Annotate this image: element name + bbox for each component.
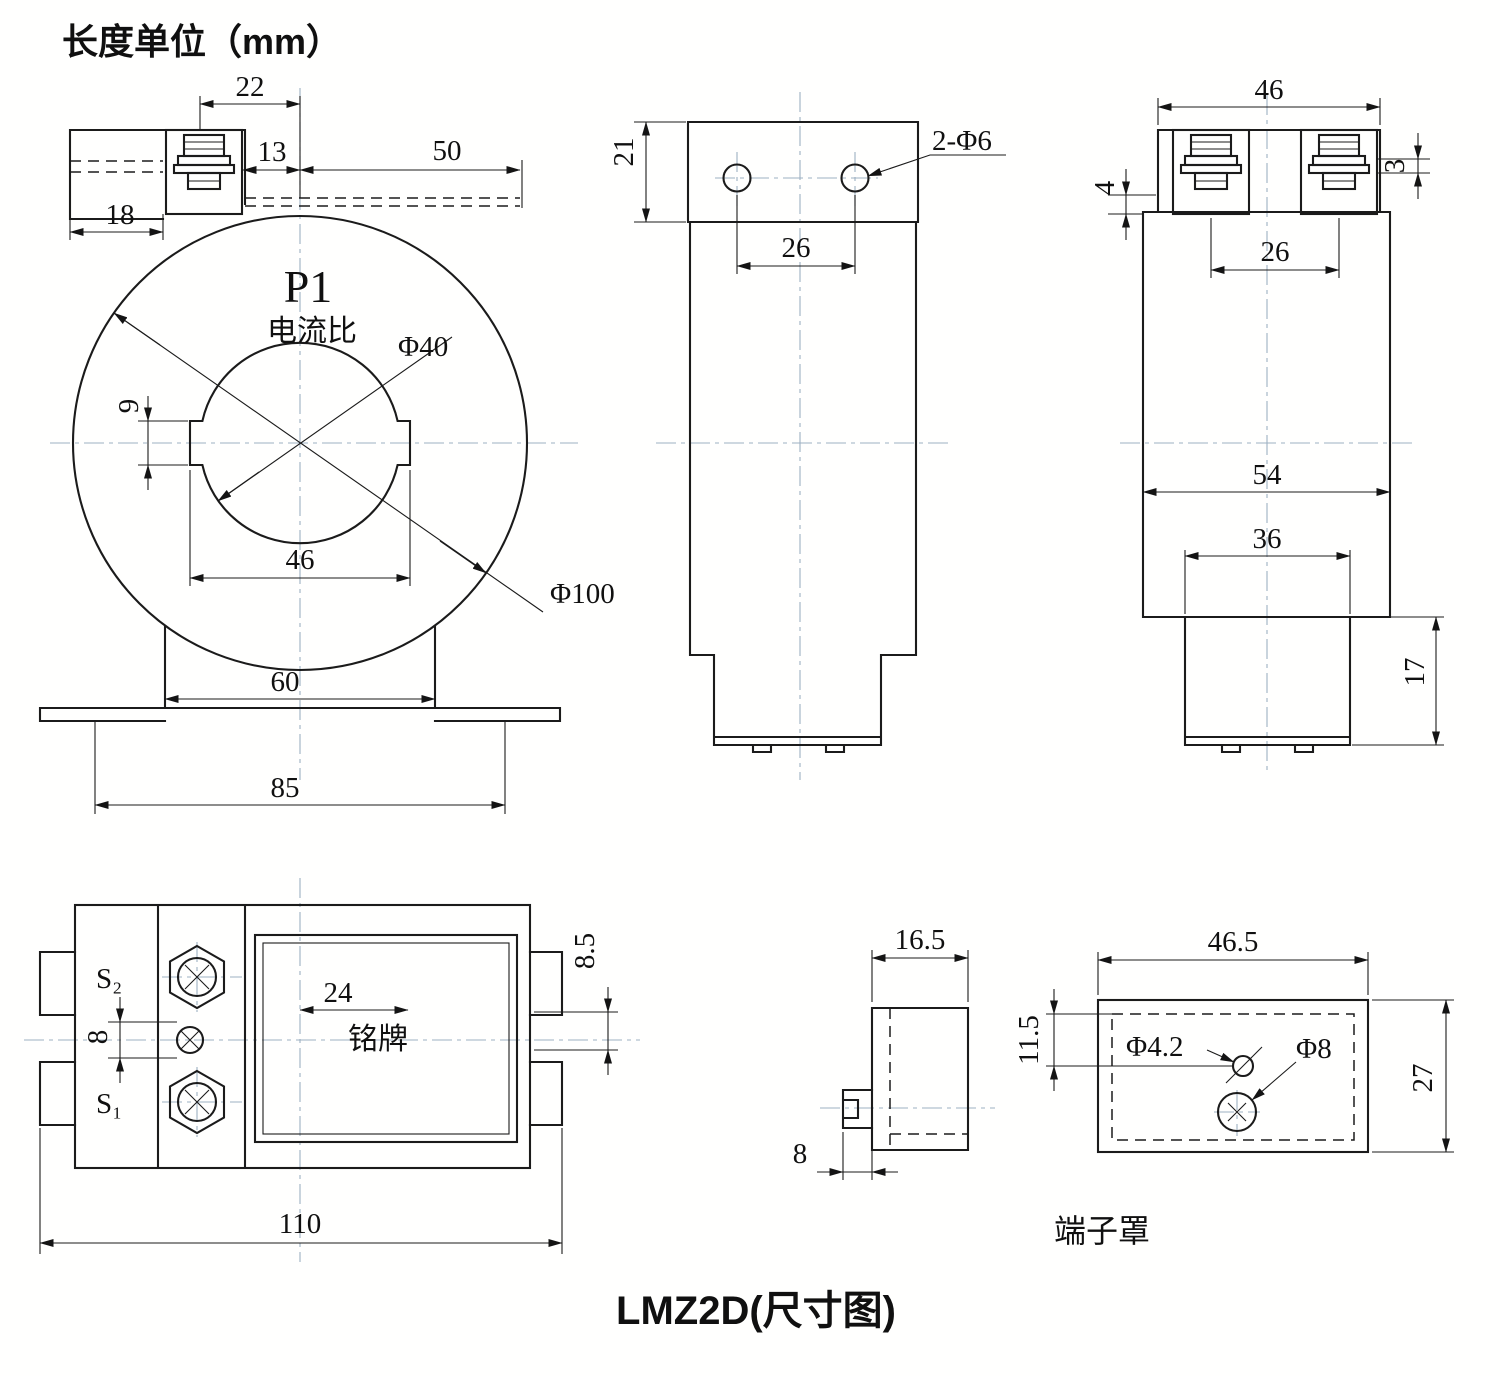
dim-rear-4: 4 — [1089, 180, 1121, 195]
cover-hole-8 — [1216, 1091, 1258, 1133]
label-s1: S₁ — [96, 1088, 122, 1120]
mount-hole-left — [722, 163, 752, 193]
dim-cover-11-5: 11.5 — [1013, 1015, 1045, 1065]
bottom-view-geometry — [38, 903, 564, 1170]
dim-front-18: 18 — [106, 199, 135, 231]
cover-outline — [1096, 998, 1370, 1154]
dim-rear-46: 46 — [1255, 74, 1284, 106]
dim-front-85: 85 — [271, 772, 300, 804]
rear-view-dimensions — [1108, 98, 1444, 746]
cover-front-view: 46.5 11.5 Φ4.2 Φ8 27 端子罩 — [1013, 926, 1454, 1249]
dim-front-46: 46 — [286, 544, 315, 576]
dim-rear-54: 54 — [1253, 459, 1283, 491]
dim-cover-phi4-2: Φ4.2 — [1126, 1031, 1183, 1063]
rear-view-geometry — [1141, 128, 1392, 754]
front-view: 22 13 50 18 P1 电流比 Φ40 9 46 Φ100 60 85 — [38, 71, 615, 814]
cover-side-dimensions — [817, 950, 969, 1180]
dim-cover-phi8: Φ8 — [1296, 1033, 1332, 1065]
label-nameplate: 铭牌 — [348, 1023, 408, 1056]
cover-side-geometry — [841, 1006, 970, 1152]
unit-note: 长度单位（mm） — [62, 21, 342, 62]
outer-body-circle — [71, 214, 529, 672]
dim-front-60: 60 — [271, 666, 300, 698]
dim-cover-27: 27 — [1407, 1064, 1439, 1093]
center-hole-with-slots — [188, 341, 412, 545]
mount-hole-right — [840, 163, 870, 193]
dim-rear-36: 36 — [1253, 523, 1282, 555]
rear-terminal-screw-left — [1171, 128, 1251, 216]
dim-front-phi100: Φ100 — [550, 578, 615, 610]
front-view-dimensions — [69, 96, 544, 814]
dim-cover-8: 8 — [793, 1138, 808, 1170]
dim-side-21: 21 — [608, 138, 640, 167]
label-s2: S₂ — [96, 963, 122, 995]
dim-bottom-8-5: 8.5 — [569, 933, 601, 969]
dim-front-13: 13 — [258, 136, 287, 168]
dim-cover-46-5: 46.5 — [1208, 926, 1259, 958]
dim-cover-16-5: 16.5 — [895, 924, 946, 956]
dim-front-phi40: Φ40 — [398, 331, 448, 363]
center-screw — [175, 1025, 205, 1055]
label-current-ratio: 电流比 — [267, 315, 357, 348]
dim-bottom-24: 24 — [324, 977, 354, 1009]
front-view-geometry — [38, 128, 562, 723]
dim-rear-3: 3 — [1379, 159, 1411, 174]
side-view-dimensions — [634, 121, 1006, 274]
cover-front-dimensions — [1046, 952, 1454, 1153]
dim-front-9: 9 — [113, 399, 145, 414]
cover-side-view: 16.5 8 — [793, 924, 970, 1180]
dim-side-26: 26 — [782, 232, 811, 264]
label-p1: P1 — [284, 261, 333, 312]
bottom-view: S₂ S₁ 8 24 8.5 铭牌 110 — [38, 903, 618, 1254]
drawing-title: LMZ2D(尺寸图) — [616, 1289, 896, 1333]
dim-bottom-110: 110 — [279, 1208, 321, 1240]
rear-terminal-screw-right — [1299, 128, 1379, 216]
bottom-view-dimensions — [39, 987, 618, 1254]
rear-view: 46 3 4 26 54 36 17 — [1089, 74, 1444, 754]
dim-rear-17: 17 — [1399, 658, 1431, 687]
dim-side-holes: 2-Φ6 — [932, 125, 992, 157]
side-view: 21 2-Φ6 26 — [608, 120, 1006, 754]
cover-front-geometry — [1096, 998, 1370, 1154]
front-terminal-screw — [164, 128, 244, 216]
dim-rear-26: 26 — [1261, 236, 1290, 268]
dim-front-22: 22 — [236, 71, 265, 103]
side-view-geometry — [686, 120, 920, 754]
dim-front-50: 50 — [433, 135, 462, 167]
nameplate-outline — [253, 933, 519, 1144]
centerlines — [24, 88, 1415, 1262]
caption-terminal-cover: 端子罩 — [1054, 1213, 1150, 1249]
bottom-body-outline — [73, 903, 532, 1170]
dim-bottom-8: 8 — [82, 1030, 114, 1045]
